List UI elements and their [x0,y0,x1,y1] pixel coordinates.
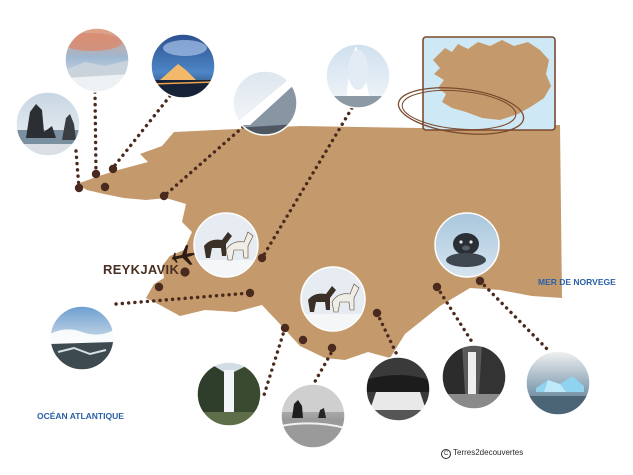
photo-seal [434,212,500,278]
location-dot [257,253,267,263]
leader-line [375,311,400,359]
location-dots [74,164,485,353]
leader-line [262,326,287,397]
sea-label-atlantic: OCÉAN ATLANTIQUE [37,411,124,421]
leader-line [74,149,81,190]
photo-snow-sunset [64,27,130,93]
location-dot [159,191,169,201]
location-dot [245,288,255,298]
photo-mountain-dusk [150,33,216,99]
photo-coast-waves [49,305,115,371]
iceland-landmass [77,125,562,360]
leader-line [114,291,252,306]
leader-line [162,125,245,198]
photo-snow-slope [232,70,298,136]
location-dot [74,183,84,193]
location-dot [280,323,290,333]
leader-lines [74,90,552,397]
location-dot [327,343,337,353]
location-dot [475,276,485,286]
leader-line [311,346,336,387]
photo-rocky-coast [15,91,81,157]
photo-geyser [325,43,391,109]
location-dot [108,164,118,174]
leader-line [93,90,98,176]
airplane-icon [171,244,196,265]
photo-basalt-falls-bw [441,344,507,410]
credit-text: Terres2decouvertes [453,448,524,457]
city-label-reykjavik: REYKJAVIK [103,262,180,277]
location-dot [372,308,382,318]
leader-line [260,106,354,260]
photo-waterfall-bw [365,356,431,422]
copyright-icon: C [441,449,451,459]
photo-waterfall-green [196,361,262,427]
location-dot [154,282,164,292]
location-dot [100,182,110,192]
location-dot [298,335,308,345]
photo-horses-south [300,266,366,332]
photo-iceberg [525,350,591,416]
photo-sea-stacks-bw [280,383,346,449]
location-dot [432,282,442,292]
leader-line [478,279,552,354]
location-dot [91,169,101,179]
sea-label-norway: MER DE NORVEGE [538,277,616,287]
photo-horses [193,212,259,278]
leader-line [435,285,476,347]
iceland-inset-map [397,36,556,135]
location-dot [180,267,190,277]
